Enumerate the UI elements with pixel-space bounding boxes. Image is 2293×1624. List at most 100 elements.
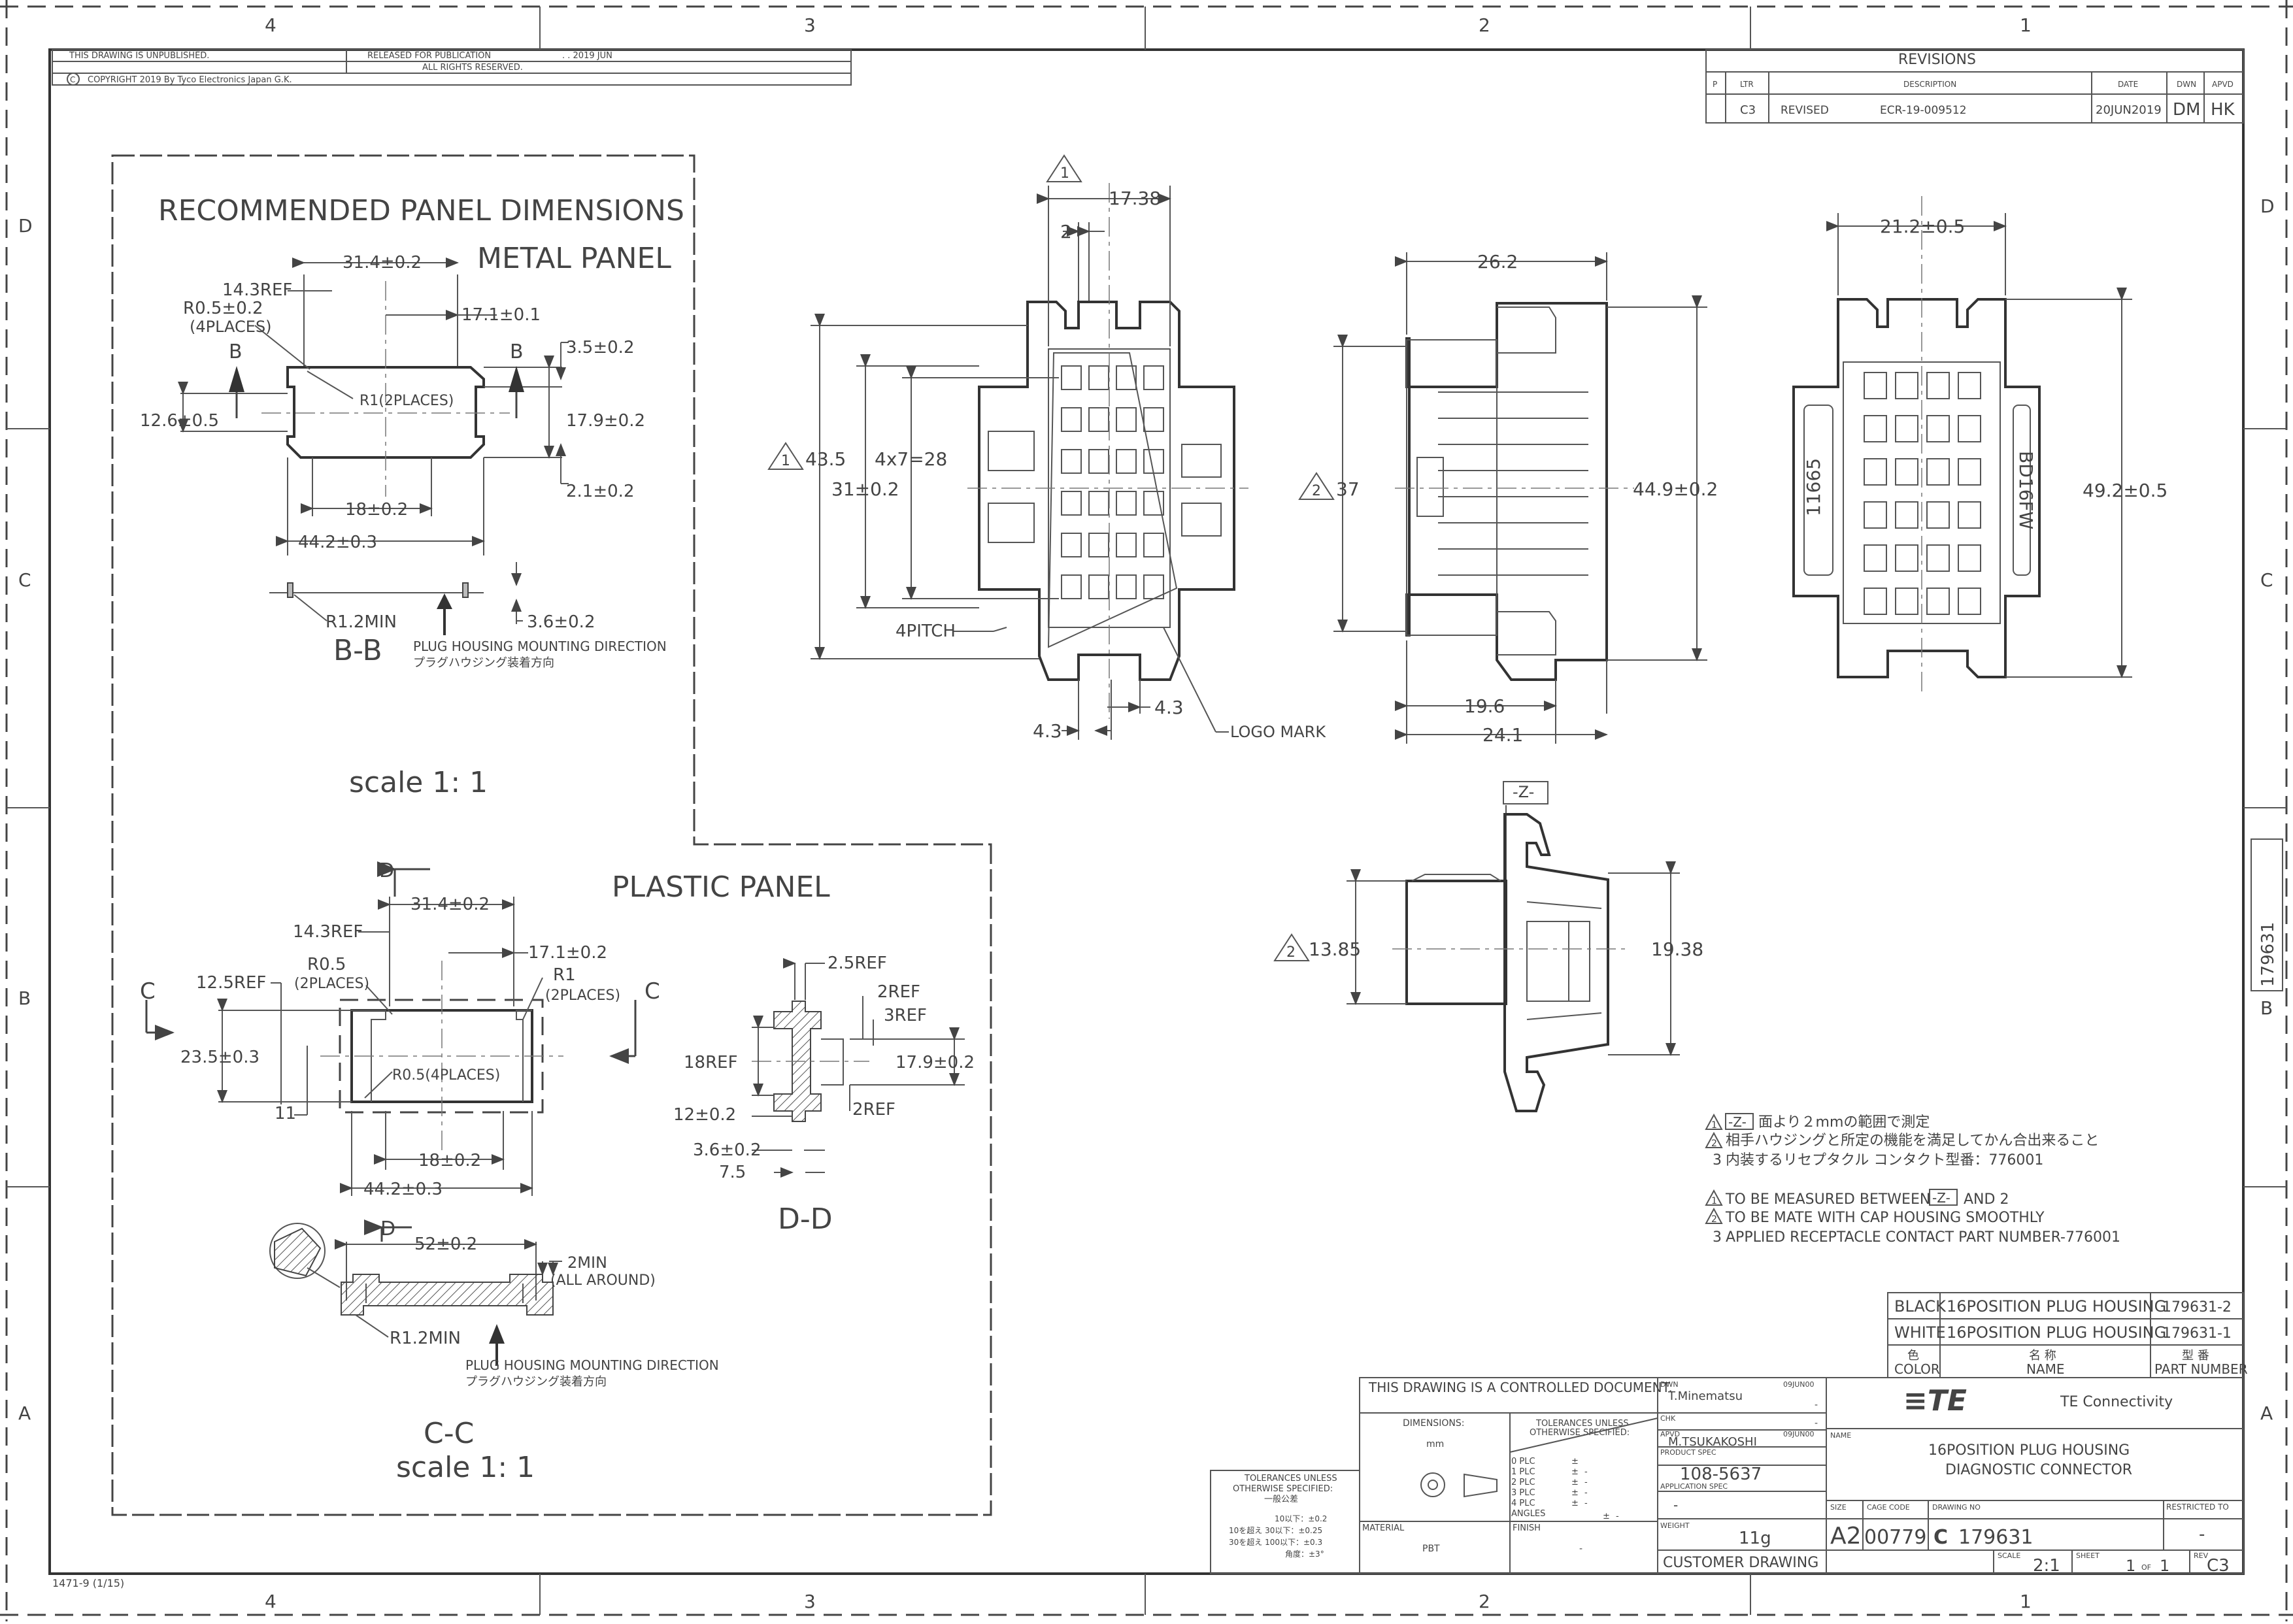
projection-symbol-icon [1420, 1472, 1445, 1497]
drawing-number: 179631 [1958, 1526, 2034, 1549]
sheet-label: SHEET [2076, 1551, 2100, 1560]
lower-side-view: -Z- 2 13.85 19.38 [1273, 781, 1703, 1112]
scale-label: SCALE [1998, 1551, 2020, 1560]
dim-19-6: 19.6 [1464, 695, 1505, 717]
dim-52: 52±0.2 [414, 1235, 477, 1254]
product-spec: 108-5637 [1680, 1465, 1762, 1484]
zone-col-4: 4 [265, 14, 276, 36]
weight-label: WEIGHT [1660, 1521, 1690, 1530]
side-strip-number: 179631 [2258, 922, 2278, 987]
plastic-panel-cutout: D 31.4±0.2 14.3REF 17.1±0.2 12.5REF R0.5… [140, 859, 660, 1199]
dim-31-4-plastic: 31.4±0.2 [410, 895, 490, 914]
zone-row-c: C [18, 569, 31, 591]
rev-hdr-p: P [1713, 80, 1717, 89]
rev-dwn: DM [2173, 100, 2200, 120]
dim-2places-left: (2PLACES) [294, 976, 369, 992]
tol-pm-4: ± [1571, 1499, 1579, 1508]
dim-4places: (4PLACES) [190, 318, 272, 336]
dim-4-3-right: 4.3 [1154, 697, 1184, 718]
dim-7-5: 7.5 [719, 1163, 746, 1182]
hdr-pn: PART NUMBER [2154, 1361, 2248, 1377]
zone-row-a: A [18, 1402, 31, 1424]
hdr-name-jp: 名 称 [2029, 1349, 2056, 1363]
dim-2-5-ref: 2.5REF [828, 953, 887, 973]
dim-2-ref: 2REF [877, 982, 920, 1002]
zone-col-4-bottom: 4 [265, 1591, 276, 1612]
svg-text:C: C [1933, 1526, 1948, 1549]
dim-r1-2places: R1(2PLACES) [360, 393, 454, 409]
rev-date: 20JUN2019 [2096, 103, 2162, 117]
dim-21-2: 21.2±0.5 [1880, 216, 1965, 237]
dim-12: 12±0.2 [673, 1105, 736, 1125]
tol-pm-1: ± [1571, 1467, 1579, 1477]
hdr-pn-jp: 型 番 [2182, 1349, 2209, 1363]
tol-3plc: 3 PLC [1511, 1488, 1535, 1498]
zone-row-d: D [18, 215, 33, 237]
revisions-title: REVISIONS [1898, 52, 1976, 68]
section-bb-label: B-B [333, 634, 382, 667]
dim-r1-2min-plastic: R1.2MIN [390, 1329, 461, 1348]
metal-scale: scale 1: 1 [349, 766, 488, 799]
sheet-total: 1 [2160, 1557, 2169, 1575]
dim-13-85: 13.85 [1309, 938, 1361, 960]
note-en-2-flag: 2 [1711, 1214, 1717, 1225]
dim-2-front: 2 [1060, 221, 1072, 242]
note-jp-2: 相手ハウジングと所定の機能を満足してかん合出来ること [1726, 1133, 2099, 1149]
dwn-label: DWN [1660, 1380, 1679, 1389]
approved-by: M.TSUKAKOSHI [1668, 1435, 1757, 1449]
cage-code: 00779 [1864, 1526, 1926, 1549]
zone-col-2: 2 [1479, 14, 1490, 36]
section-dd-label: D-D [778, 1202, 833, 1236]
hdr-name: NAME [2026, 1361, 2065, 1377]
zone-row-b: B [18, 987, 31, 1009]
note-jp-1: 面より２mmの範囲で測定 [1758, 1114, 1930, 1131]
housing-mark-bd16fw: BD16FW [2015, 451, 2037, 529]
datum-z: -Z- [1513, 783, 1534, 801]
dim-37: 37 [1336, 478, 1360, 500]
part-number-black: 179631-2 [2162, 1299, 2232, 1316]
general-tol-title-jp: 一般公差 [1264, 1494, 1298, 1504]
zone-row-d-right: D [2260, 195, 2275, 217]
note-jp-1-flag: 1 [1711, 1120, 1717, 1131]
zone-col-3-bottom: 3 [804, 1591, 816, 1612]
company-name: TE Connectivity [2060, 1394, 2173, 1410]
drawn-by: T.Minematsu [1667, 1389, 1743, 1403]
plastic-panel-title: PLASTIC PANEL [612, 870, 830, 904]
zone-labels: 4 3 2 1 4 3 2 1 D C B A D C B A [18, 14, 2275, 1612]
section-c-left: C [140, 978, 156, 1004]
tol-pm-3: ± [1571, 1488, 1579, 1498]
unpublished-note: THIS DRAWING IS UNPUBLISHED. [69, 51, 209, 61]
app-spec-label: APPLICATION SPEC [1660, 1482, 1728, 1491]
zone-row-a-right: A [2260, 1402, 2273, 1424]
dimensions-label: DIMENSIONS: [1403, 1418, 1464, 1429]
dd-section: 2.5REF 2REF 3REF 18REF 17.9±0.2 12±0.2 2… [673, 953, 975, 1236]
zone-row-b-right: B [2260, 997, 2273, 1019]
tol-0plc: 0 PLC [1511, 1457, 1535, 1467]
size-label: SIZE [1830, 1503, 1847, 1512]
dim-17-38: 17.38 [1109, 188, 1161, 209]
dim-2-1: 2.1±0.2 [566, 482, 634, 501]
dim-3-ref: 3REF [884, 1006, 927, 1025]
dim-24-1: 24.1 [1482, 724, 1523, 746]
material-value: PBT [1422, 1544, 1440, 1554]
section-b-left: B [229, 340, 243, 363]
drawing-scale: 2:1 [2033, 1556, 2060, 1576]
copyright-icon [67, 73, 80, 86]
sheet-of: OF [2141, 1563, 2151, 1572]
rev-desc-1: REVISED [1781, 104, 1829, 117]
dim-12-6: 12.6±0.5 [140, 411, 219, 431]
dim-4-3-left: 4.3 [1033, 720, 1062, 742]
zone-col-1-bottom: 1 [2020, 1591, 2032, 1612]
customer-drawing: CUSTOMER DRAWING [1663, 1555, 1818, 1571]
dim-18: 18±0.2 [345, 500, 408, 520]
rev-hdr-ltr: LTR [1740, 80, 1754, 89]
tol-pm-0: ± [1571, 1457, 1579, 1467]
dim-23-5: 23.5±0.3 [180, 1048, 259, 1067]
flag-1-height: 1 [781, 453, 790, 469]
flag-1-front: 1 [1060, 165, 1069, 182]
copyright-note: COPYRIGHT 2019 By Tyco Electronics Japan… [88, 75, 292, 85]
dim-all-around: (ALL AROUND) [550, 1272, 656, 1289]
material-label: MATERIAL [1362, 1523, 1405, 1533]
tol-val-1: - [1584, 1467, 1588, 1477]
contact-grid [1061, 365, 1164, 599]
